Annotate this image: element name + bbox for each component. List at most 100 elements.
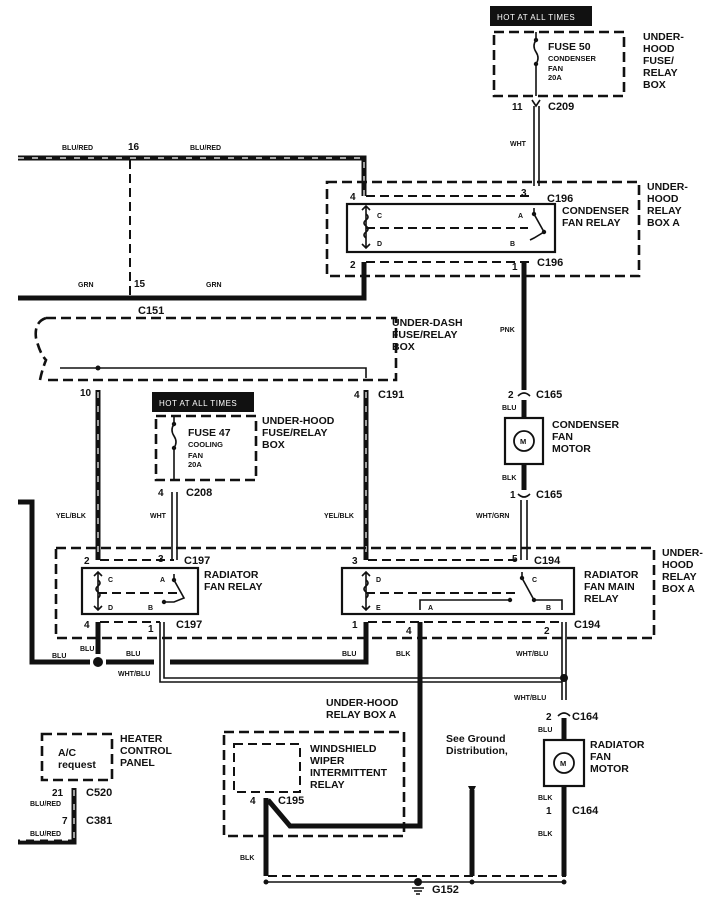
svg-text:PANEL: PANEL <box>120 757 155 769</box>
svg-text:1: 1 <box>546 806 552 817</box>
connector-c194-top: C194 <box>534 555 561 567</box>
svg-text:UNDER-: UNDER- <box>643 31 684 43</box>
svg-text:4: 4 <box>350 192 356 203</box>
svg-text:7: 7 <box>62 816 68 827</box>
pin-11: 11 <box>512 102 523 113</box>
connector-c194-bottom: C194 <box>574 619 601 631</box>
svg-text:2: 2 <box>544 626 550 637</box>
heater-control-panel <box>40 732 114 782</box>
wire-wht-grn <box>520 500 528 560</box>
condenser-fan-motor-label: CONDENSER FAN MOTOR <box>552 419 620 455</box>
svg-text:BOX: BOX <box>643 79 666 91</box>
svg-text:2: 2 <box>350 260 356 271</box>
svg-text:WINDSHIELD: WINDSHIELD <box>310 743 377 755</box>
svg-text:BLU: BLU <box>52 653 66 660</box>
under-dash-fuse-relay-box <box>34 316 398 382</box>
svg-text:D: D <box>376 577 381 584</box>
svg-text:FAN MAIN: FAN MAIN <box>584 581 635 593</box>
radiator-fan-relay-label: RADIATOR FAN RELAY <box>204 569 263 593</box>
svg-text:WHT/BLU: WHT/BLU <box>118 671 150 678</box>
svg-text:C: C <box>108 577 113 584</box>
svg-text:BOX A: BOX A <box>647 217 680 229</box>
ground-note: See Ground <box>446 733 506 745</box>
svg-text:21: 21 <box>52 788 64 799</box>
condenser-fan-relay <box>345 202 557 254</box>
svg-text:UNDER-DASH: UNDER-DASH <box>392 317 463 329</box>
relay-switch-icon <box>529 208 546 241</box>
svg-text:UNDER-: UNDER- <box>662 547 703 559</box>
wire-label-blk-cond: BLK <box>502 475 516 482</box>
svg-text:BOX: BOX <box>392 341 415 353</box>
svg-text:RADIATOR: RADIATOR <box>584 569 639 581</box>
connector-c197-bottom: C197 <box>176 619 202 631</box>
connector-c197-top: C197 <box>184 555 210 567</box>
svg-text:1: 1 <box>352 620 358 631</box>
svg-text:C: C <box>532 577 537 584</box>
connector-c209: C209 <box>548 101 574 113</box>
svg-text:2: 2 <box>546 712 552 723</box>
fuse-50-desc2: FAN <box>548 64 563 73</box>
box-label-heater-panel: HEATER CONTROL PANEL <box>120 733 172 769</box>
fuse-50-desc: CONDENSER <box>548 54 597 63</box>
svg-text:A: A <box>518 213 523 220</box>
svg-text:3: 3 <box>158 554 164 565</box>
svg-text:4: 4 <box>354 390 360 401</box>
svg-text:UNDER-HOOD: UNDER-HOOD <box>326 697 399 709</box>
relay-coil-icon <box>363 213 369 239</box>
hot-at-all-times-badge <box>490 6 592 26</box>
motor-icon-2 <box>553 752 575 774</box>
svg-text:RELAY: RELAY <box>662 571 697 583</box>
svg-text:BLK: BLK <box>396 651 410 658</box>
svg-text:RELAY: RELAY <box>310 779 345 791</box>
svg-text:M: M <box>520 437 526 446</box>
svg-text:BLU: BLU <box>342 651 356 658</box>
svg-text:BLK: BLK <box>538 795 552 802</box>
wire-blu-right <box>106 622 369 665</box>
svg-text:2: 2 <box>84 556 90 567</box>
svg-text:E: E <box>376 605 381 612</box>
svg-text:C: C <box>377 213 382 220</box>
svg-text:10: 10 <box>80 388 92 399</box>
svg-text:CONDENSER: CONDENSER <box>552 419 620 431</box>
svg-text:RADIATOR: RADIATOR <box>204 569 259 581</box>
svg-text:RELAY: RELAY <box>643 67 678 79</box>
svg-text:BLU: BLU <box>80 646 94 653</box>
connector-c520: C520 <box>86 787 112 799</box>
ac-request-label: A/C <box>58 747 77 759</box>
relay-coil-icon-3 <box>363 579 369 599</box>
wire-label-wht-2: WHT <box>150 513 167 520</box>
pin-15: 15 <box>134 279 146 290</box>
svg-text:4: 4 <box>406 626 412 637</box>
wire-wht-blu <box>159 622 562 683</box>
svg-text:Distribution,: Distribution, <box>446 745 508 757</box>
svg-text:D: D <box>108 605 113 612</box>
radiator-fan-main-relay-label: RADIATOR FAN MAIN RELAY <box>584 569 639 605</box>
wire-label-pnk: PNK <box>500 327 515 334</box>
wiper-relay <box>233 743 301 793</box>
box-label-uh-relay-a-3: UNDER-HOOD RELAY BOX A <box>326 697 399 721</box>
svg-text:B: B <box>510 241 515 248</box>
connector-c151: C151 <box>138 305 164 317</box>
radiator-fan-relay <box>80 566 200 616</box>
uh-relay-box-a-1 <box>325 180 641 278</box>
svg-text:MOTOR: MOTOR <box>590 763 629 775</box>
wire-blu-left <box>18 499 90 665</box>
svg-text:HOOD: HOOD <box>643 43 675 55</box>
wire-label-grn-1: GRN <box>78 282 94 289</box>
fuse-box-1 <box>492 30 626 98</box>
ground-icon <box>412 887 424 895</box>
wire-label-yel-blk-1: YEL/BLK <box>56 513 86 520</box>
svg-text:UNDER-HOOD: UNDER-HOOD <box>262 415 335 427</box>
svg-text:M: M <box>560 759 566 768</box>
condenser-fan-relay-label: CONDENSER FAN RELAY <box>562 205 630 229</box>
connector-c196-top: C196 <box>547 193 573 205</box>
svg-text:FAN RELAY: FAN RELAY <box>204 581 263 593</box>
connector-c381: C381 <box>86 815 112 827</box>
connector-c191: C191 <box>378 389 404 401</box>
hot-label-1: HOT AT ALL TIMES <box>497 13 575 22</box>
svg-text:request: request <box>58 759 96 771</box>
svg-text:FAN: FAN <box>590 751 611 763</box>
wire-label-yel-blk-2: YEL/BLK <box>324 513 354 520</box>
svg-text:FUSE/RELAY: FUSE/RELAY <box>392 329 458 341</box>
fuse-47-name: FUSE 47 <box>188 427 231 439</box>
